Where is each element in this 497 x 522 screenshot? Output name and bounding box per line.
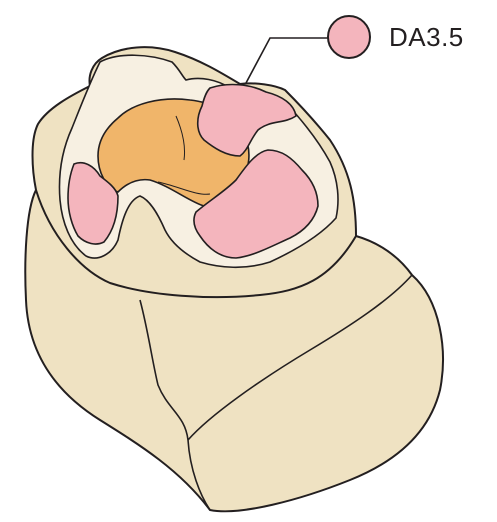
legend: DA3.5	[327, 14, 464, 60]
legend-swatch	[327, 15, 371, 59]
legend-label: DA3.5	[389, 24, 464, 50]
